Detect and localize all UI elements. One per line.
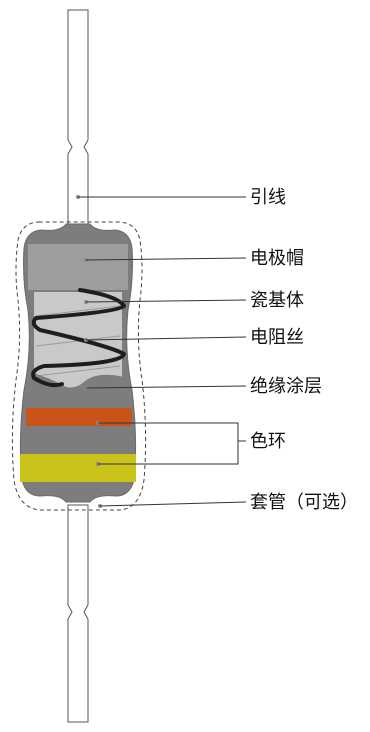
lead-wire-bottom-gap: [66, 605, 90, 619]
insulation-coating: [30, 372, 128, 406]
color-band-orange: [26, 408, 132, 426]
label-sleeve: 套管（可选）: [250, 492, 358, 513]
label-ceramic-substrate: 瓷基体: [250, 290, 304, 311]
sleeve-outline: [11, 221, 147, 511]
label-end-cap: 电极帽: [250, 248, 304, 269]
leader-lines: [78, 196, 247, 507]
label-insulation-coating: 绝缘涂层: [250, 376, 322, 397]
label-color-bands: 色环: [250, 431, 286, 452]
lead-wire-top-gap: [66, 140, 90, 154]
end-cap: [28, 244, 128, 290]
color-band-yellow: [20, 454, 136, 482]
label-lead-wire: 引线: [250, 187, 286, 208]
label-resistance-wire: 电阻丝: [250, 327, 304, 348]
resistance-wire: [31, 288, 126, 388]
